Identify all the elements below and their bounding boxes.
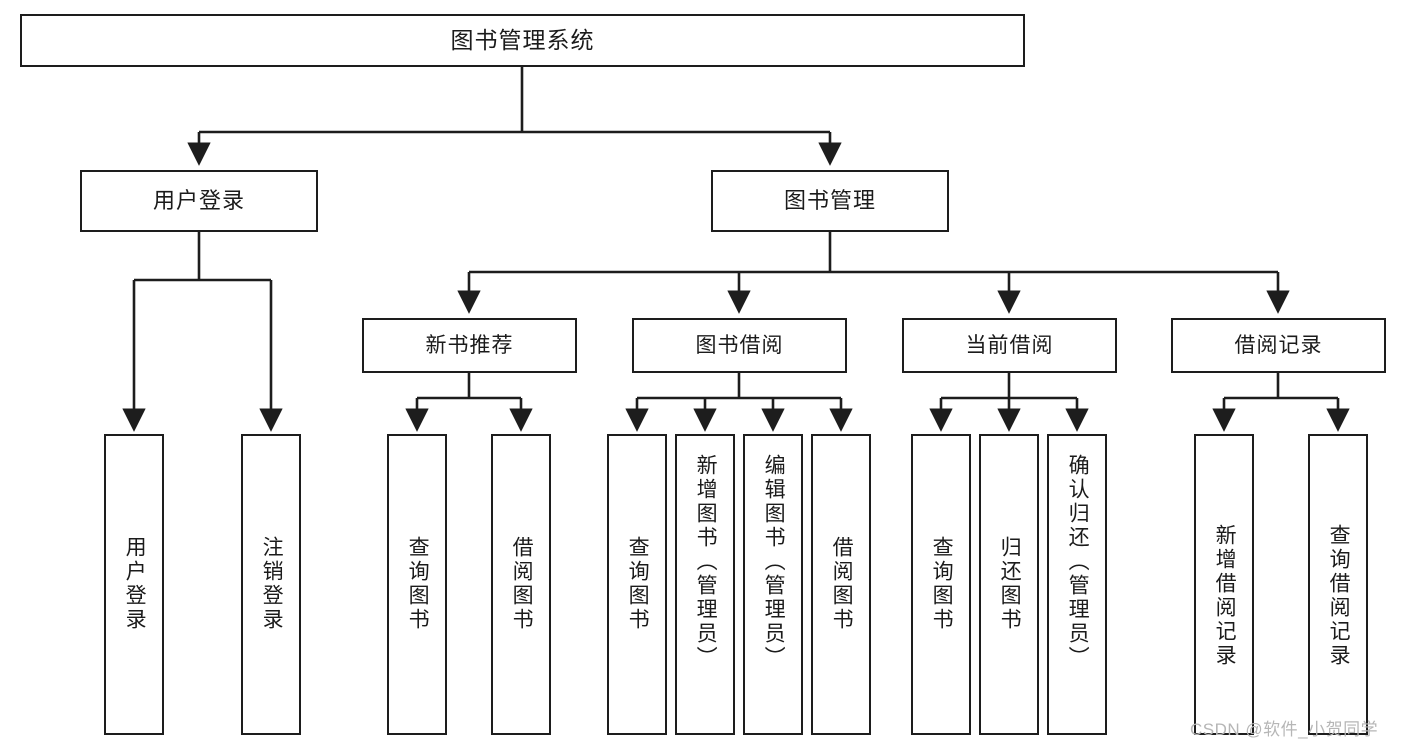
node-leaf-confirm-return[interactable]: 确认归还（管理员） [1047, 434, 1107, 735]
node-leaf-return-book-label: 归还图书 [998, 536, 1022, 632]
node-leaf-borrow-book-2[interactable]: 借阅图书 [811, 434, 871, 735]
node-leaf-user-login[interactable]: 用户登录 [104, 434, 164, 735]
node-root-label: 图书管理系统 [450, 26, 595, 53]
node-new-book-recommend[interactable]: 新书推荐 [362, 318, 577, 373]
node-book-borrow-label: 图书借阅 [695, 333, 784, 357]
node-leaf-add-record-label: 新增借阅记录 [1213, 524, 1237, 668]
node-book-borrow[interactable]: 图书借阅 [632, 318, 847, 373]
node-leaf-query-book-2-label: 查询图书 [626, 536, 650, 632]
node-leaf-query-record-label: 查询借阅记录 [1327, 524, 1351, 668]
node-leaf-logout[interactable]: 注销登录 [241, 434, 301, 735]
node-current-borrow-label: 当前借阅 [965, 333, 1054, 357]
node-user-login-label: 用户登录 [152, 187, 245, 213]
node-leaf-borrow-book-1[interactable]: 借阅图书 [491, 434, 551, 735]
node-new-book-recommend-label: 新书推荐 [425, 333, 514, 357]
node-leaf-confirm-return-label: 确认归还（管理员） [1066, 454, 1090, 670]
node-leaf-return-book[interactable]: 归还图书 [979, 434, 1039, 735]
node-book-manage[interactable]: 图书管理 [711, 170, 949, 232]
node-leaf-query-book-1-label: 查询图书 [406, 536, 430, 632]
node-borrow-record[interactable]: 借阅记录 [1171, 318, 1386, 373]
node-leaf-edit-book-label: 编辑图书（管理员） [762, 454, 786, 670]
node-leaf-borrow-book-1-label: 借阅图书 [510, 536, 534, 632]
node-book-manage-label: 图书管理 [783, 187, 876, 213]
node-user-login[interactable]: 用户登录 [80, 170, 318, 232]
node-leaf-add-record[interactable]: 新增借阅记录 [1194, 434, 1254, 735]
node-borrow-record-label: 借阅记录 [1234, 333, 1323, 357]
node-root-system[interactable]: 图书管理系统 [20, 14, 1025, 67]
csdn-watermark: CSDN @软件_小贺同学 [1190, 720, 1379, 739]
node-leaf-query-record[interactable]: 查询借阅记录 [1308, 434, 1368, 735]
node-leaf-edit-book[interactable]: 编辑图书（管理员） [743, 434, 803, 735]
node-current-borrow[interactable]: 当前借阅 [902, 318, 1117, 373]
node-leaf-add-book[interactable]: 新增图书（管理员） [675, 434, 735, 735]
node-leaf-query-book-1[interactable]: 查询图书 [387, 434, 447, 735]
node-leaf-borrow-book-2-label: 借阅图书 [830, 536, 854, 632]
node-leaf-query-book-2[interactable]: 查询图书 [607, 434, 667, 735]
node-leaf-query-book-3[interactable]: 查询图书 [911, 434, 971, 735]
node-leaf-logout-label: 注销登录 [260, 536, 284, 632]
node-leaf-user-login-label: 用户登录 [123, 536, 147, 632]
node-leaf-query-book-3-label: 查询图书 [930, 536, 954, 632]
node-leaf-add-book-label: 新增图书（管理员） [694, 454, 718, 670]
